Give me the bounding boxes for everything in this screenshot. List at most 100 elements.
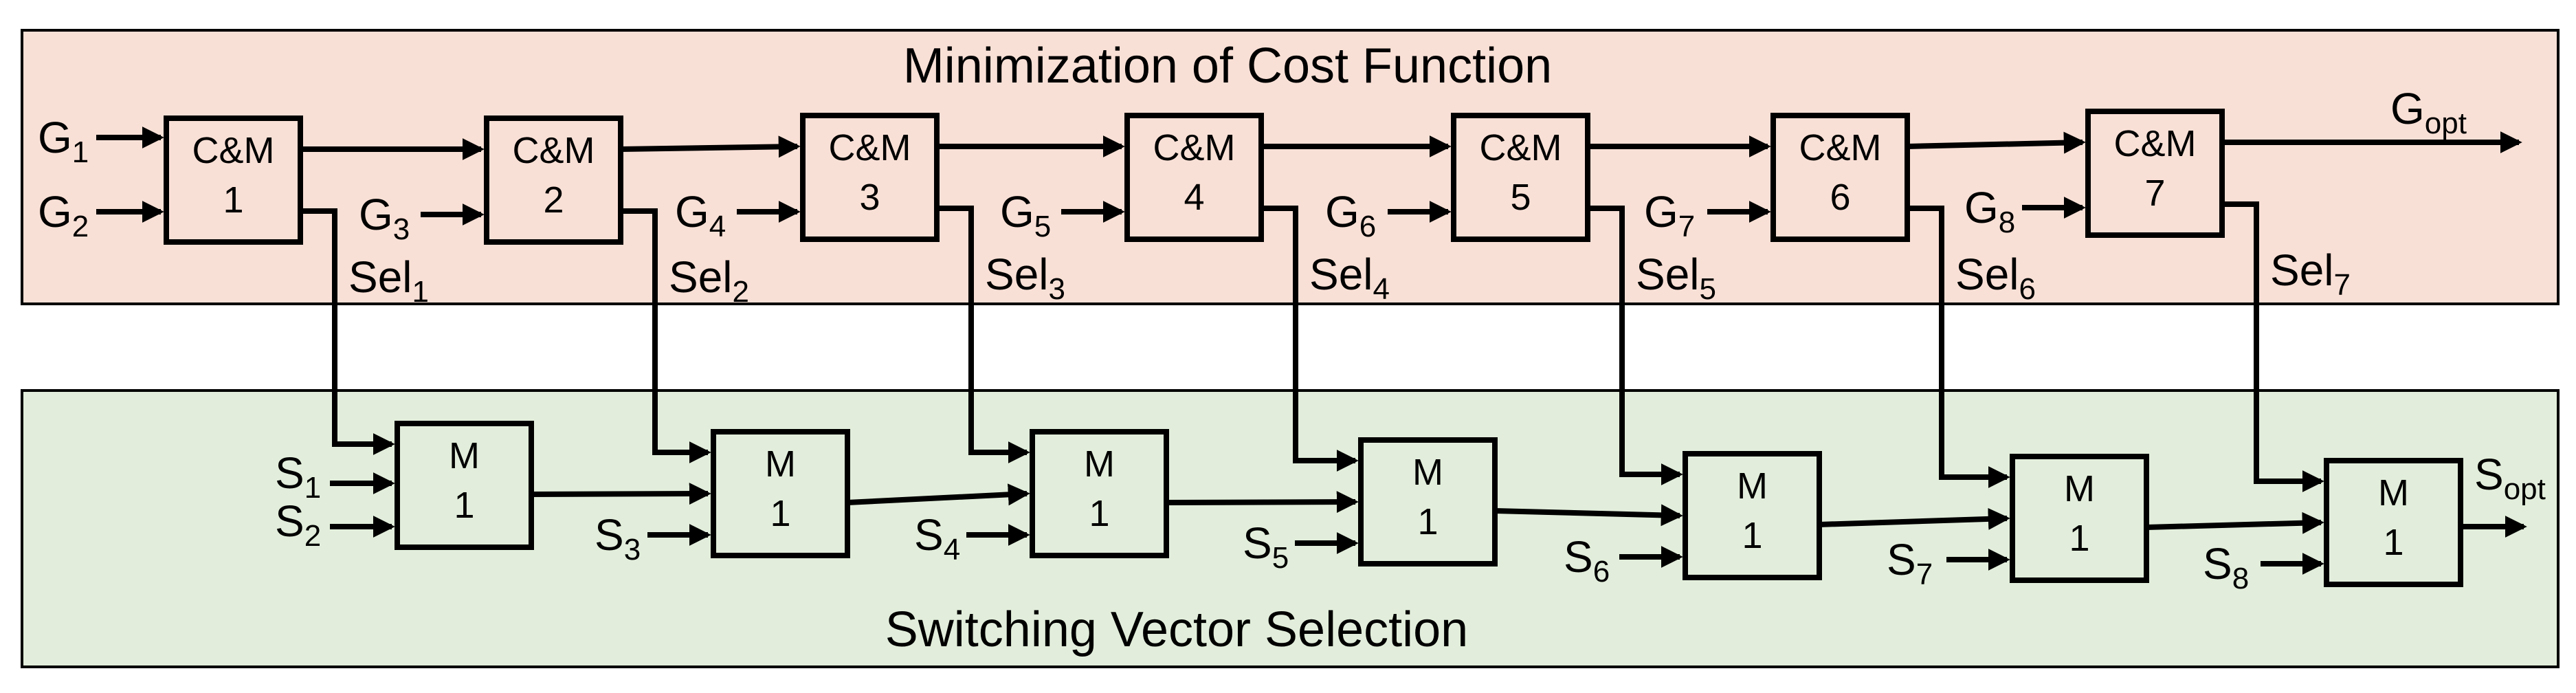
mux-block-3: M1 bbox=[1030, 429, 1169, 558]
s2-label-base: S bbox=[275, 496, 304, 546]
mux-block-4-label: M bbox=[1412, 452, 1443, 493]
cm-chain-wire-2 bbox=[620, 135, 801, 158]
mux-block-5: M1 bbox=[1683, 451, 1822, 580]
mux-block-6-label: M bbox=[2064, 468, 2095, 509]
mux-block-1-box bbox=[395, 421, 534, 550]
cm-block-2-index: 2 bbox=[543, 179, 564, 221]
s1-label: S1 bbox=[275, 448, 321, 505]
sel7-label-subscript: 7 bbox=[2334, 268, 2351, 302]
sel5-label-subscript: 5 bbox=[1700, 272, 1716, 306]
blocks-layer: C&M1C&M2C&M3C&M4C&M5C&M6C&M7M1M1M1M1M1M1… bbox=[164, 109, 2463, 587]
mux-block-2: M1 bbox=[711, 429, 850, 558]
mux-block-2-index: 1 bbox=[770, 493, 790, 534]
cm-chain-wire-6 bbox=[1907, 131, 2086, 154]
sel2-label-subscript: 2 bbox=[733, 275, 749, 309]
g3-label-base: G bbox=[359, 190, 393, 239]
mux-block-1: M1 bbox=[395, 421, 534, 550]
g4-label-subscript: 4 bbox=[709, 210, 726, 243]
cm-block-4-index: 4 bbox=[1184, 177, 1204, 218]
g-opt-label-base: G bbox=[2390, 84, 2425, 133]
sel4-wire bbox=[1261, 206, 1359, 472]
s4-label-base: S bbox=[914, 510, 944, 560]
g5-label-base: G bbox=[1000, 187, 1034, 236]
g8-label-base: G bbox=[1964, 183, 1999, 232]
s4-label: S4 bbox=[914, 510, 960, 566]
g6-label-base: G bbox=[1325, 187, 1359, 236]
cost-function-panel-title: Minimization of Cost Function bbox=[903, 38, 1552, 94]
s7-label-subscript: 7 bbox=[1916, 558, 1933, 591]
mux-block-3-index: 1 bbox=[1089, 493, 1109, 534]
g4-label-base: G bbox=[675, 187, 709, 236]
g2-label-base: G bbox=[38, 187, 72, 236]
s-opt-label-base: S bbox=[2474, 450, 2504, 499]
cm-block-6-index: 6 bbox=[1830, 177, 1850, 218]
s3-label: S3 bbox=[595, 510, 641, 566]
g6-label-subscript: 6 bbox=[1359, 210, 1376, 243]
g1-label-subscript: 1 bbox=[72, 135, 89, 169]
s5-label: S5 bbox=[1243, 518, 1289, 575]
cm-block-4: C&M4 bbox=[1124, 113, 1264, 242]
cm-block-3-label: C&M bbox=[829, 127, 911, 168]
mux-block-4: M1 bbox=[1358, 437, 1498, 566]
mux-block-6: M1 bbox=[2010, 454, 2149, 583]
g-opt-label-subscript: opt bbox=[2425, 107, 2467, 140]
cm-block-6-label: C&M bbox=[1799, 127, 1882, 168]
mux-block-5-index: 1 bbox=[1742, 515, 1762, 556]
g2-label-subscript: 2 bbox=[72, 210, 89, 243]
s6-label-subscript: 6 bbox=[1593, 555, 1610, 588]
cm-block-7-label: C&M bbox=[2114, 123, 2197, 164]
g7-label-base: G bbox=[1644, 187, 1678, 236]
g-opt-label: Gopt bbox=[2390, 84, 2467, 140]
cm-block-3: C&M3 bbox=[800, 113, 940, 242]
mux-block-6-index: 1 bbox=[2069, 518, 2089, 559]
s7-label: S7 bbox=[1887, 535, 1933, 591]
mux-block-2-label: M bbox=[765, 443, 796, 485]
mux-block-7-index: 1 bbox=[2383, 522, 2403, 563]
cm-block-5-label: C&M bbox=[1480, 127, 1562, 168]
mux-block-7-box bbox=[2324, 458, 2463, 587]
switching-vector-panel bbox=[21, 389, 2560, 668]
cm-block-6: C&M 6 bbox=[1770, 113, 1910, 242]
sel3-label-base: Sel bbox=[985, 250, 1049, 299]
g7-label: G7 bbox=[1644, 187, 1695, 243]
s5-label-base: S bbox=[1243, 518, 1272, 568]
s2-label: S2 bbox=[275, 496, 321, 553]
sel1-wire bbox=[300, 208, 395, 455]
cm-block-2-label: C&M bbox=[513, 130, 595, 171]
cm-block-1-box bbox=[164, 116, 303, 245]
mux-block-1-label: M bbox=[449, 435, 480, 476]
sel2-label-base: Sel bbox=[669, 252, 733, 302]
mux-block-7-label: M bbox=[2378, 472, 2409, 514]
cm-block-1: C&M1 bbox=[164, 116, 303, 245]
cm-block-3-box bbox=[800, 113, 940, 242]
s8-label-base: S bbox=[2203, 539, 2232, 588]
mux-block-3-box bbox=[1030, 429, 1169, 558]
cm-block-7-box bbox=[2085, 109, 2225, 238]
mux-block-4-box bbox=[1358, 437, 1498, 566]
cm-block-4-box bbox=[1124, 113, 1264, 242]
cm-block-5-index: 5 bbox=[1510, 177, 1531, 218]
mux-block-1-index: 1 bbox=[454, 485, 474, 526]
cm-block-7: C&M7 bbox=[2085, 109, 2225, 238]
sel1-label-subscript: 1 bbox=[412, 275, 429, 309]
sel3-label: Sel3 bbox=[985, 250, 1065, 306]
cm-block-5-box bbox=[1451, 113, 1590, 242]
switching-vector-panel-title: Switching Vector Selection bbox=[885, 602, 1468, 657]
mux-chain-wire-3 bbox=[1166, 491, 1359, 514]
sel5-wire bbox=[1588, 206, 1683, 485]
sel6-label-base: Sel bbox=[1955, 250, 2019, 299]
s8-label-subscript: 8 bbox=[2232, 562, 2249, 595]
g5-label-subscript: 5 bbox=[1034, 210, 1051, 243]
s1-label-subscript: 1 bbox=[304, 471, 321, 505]
s3-label-subscript: 3 bbox=[624, 533, 641, 566]
s4-label-subscript: 4 bbox=[944, 533, 960, 566]
g3-label: G3 bbox=[359, 190, 410, 246]
sel2-label: Sel2 bbox=[669, 252, 749, 309]
mux-block-7: M1 bbox=[2324, 458, 2463, 587]
sel1-label-base: Sel bbox=[348, 252, 412, 302]
cm-block-2: C&M 2 bbox=[484, 116, 623, 245]
s-opt-label: Sopt bbox=[2474, 450, 2546, 506]
g2-label: G2 bbox=[38, 187, 89, 243]
